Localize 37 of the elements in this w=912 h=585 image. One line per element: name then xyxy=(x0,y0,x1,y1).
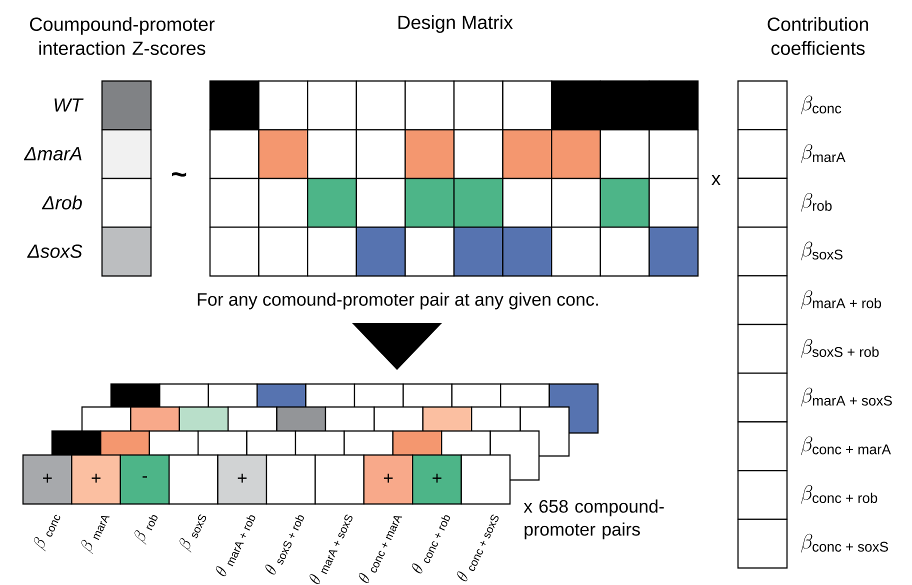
operator-symbol: x xyxy=(711,174,721,186)
coefficient-label: $\theta\ _{\text{conc + marA}}$ xyxy=(358,516,402,583)
coefficient-label: $\theta\ _{\text{marA + rob}}$ xyxy=(216,515,256,576)
coefficient-label: $\beta_{\text{rob}}$ xyxy=(801,192,832,212)
sign-label: + xyxy=(43,474,52,483)
coefficient-label: $\theta\ _{\text{marA + soxS}}$ xyxy=(310,514,352,584)
caption-text: For any comound-promoter pair at any given conc. xyxy=(198,292,598,310)
coefficient-label: $\beta_{\text{conc + marA}}$ xyxy=(801,436,891,456)
coefficient-label: $\beta\ _{\text{soxS}}$ xyxy=(180,514,206,552)
coefficient-label: $\beta_{\text{conc + rob}}$ xyxy=(801,485,878,504)
column-heading: Design Matrix xyxy=(398,15,513,33)
row-label: Δrob xyxy=(42,196,82,210)
coefficient-label: $\beta_{\text{conc}}$ xyxy=(801,96,842,114)
sign-label: - xyxy=(142,476,147,478)
coefficient-label: $\beta_{\text{soxS + rob}}$ xyxy=(801,339,879,358)
coefficient-label: $\beta_{\text{marA + rob}}$ xyxy=(801,290,882,309)
coefficient-label: $\beta_{\text{marA}}$ xyxy=(801,144,846,163)
sign-label: + xyxy=(92,474,100,483)
sign-label: + xyxy=(432,474,442,483)
coefficient-label: $\beta\ _{\text{marA}}$ xyxy=(81,516,110,554)
column-heading: Contribution coefficients xyxy=(768,17,868,55)
sign-label: + xyxy=(384,474,393,483)
column-heading: Coumpound-promoter interaction Z-scores xyxy=(30,17,215,55)
count-label: x 658 compound-promoter pairs xyxy=(524,500,664,540)
row-label: ΔmarA xyxy=(24,147,82,160)
row-label: WT xyxy=(54,98,84,112)
coefficient-label: $\beta_{\text{soxS}}$ xyxy=(801,242,842,260)
coefficient-label: $\beta_{\text{marA + soxS}}$ xyxy=(801,388,892,406)
row-label: ΔsoxS xyxy=(27,244,82,258)
coefficient-label: $\beta\ _{\text{conc}}$ xyxy=(34,514,60,552)
coefficient-label: $\theta\ _{\text{conc + soxS}}$ xyxy=(457,514,499,582)
coefficient-label: $\beta\ _{\text{rob}}$ xyxy=(134,515,158,545)
sign-label: + xyxy=(238,474,247,483)
coefficient-label: $\theta\ _{\text{soxS + rob}}$ xyxy=(265,515,304,574)
operator-symbol: ~ xyxy=(172,172,186,177)
coefficient-label: $\beta_{\text{conc + soxS}}$ xyxy=(801,534,888,552)
coefficient-label: $\theta\ _{\text{conc + rob}}$ xyxy=(412,515,450,574)
